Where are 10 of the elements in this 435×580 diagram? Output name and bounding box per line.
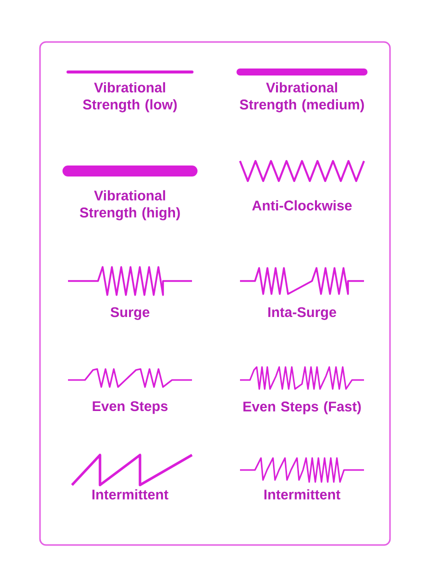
- pattern-label: Inta-Surge: [268, 307, 336, 320]
- pattern-label: Even Steps: [92, 401, 168, 414]
- pattern-label: Even Steps (Fast): [243, 401, 361, 414]
- pattern-label: Intermittent: [264, 489, 340, 500]
- pattern-label: Vibrational Strength (low): [82, 82, 177, 112]
- pattern-label: Vibrational Strength (high): [80, 190, 180, 220]
- pattern-label: Intermittent: [92, 489, 168, 500]
- pattern-label: Anti-Clockwise: [252, 200, 352, 210]
- pattern-label: Vibrational Strength (medium): [240, 82, 364, 112]
- pattern-label: Surge: [110, 307, 150, 320]
